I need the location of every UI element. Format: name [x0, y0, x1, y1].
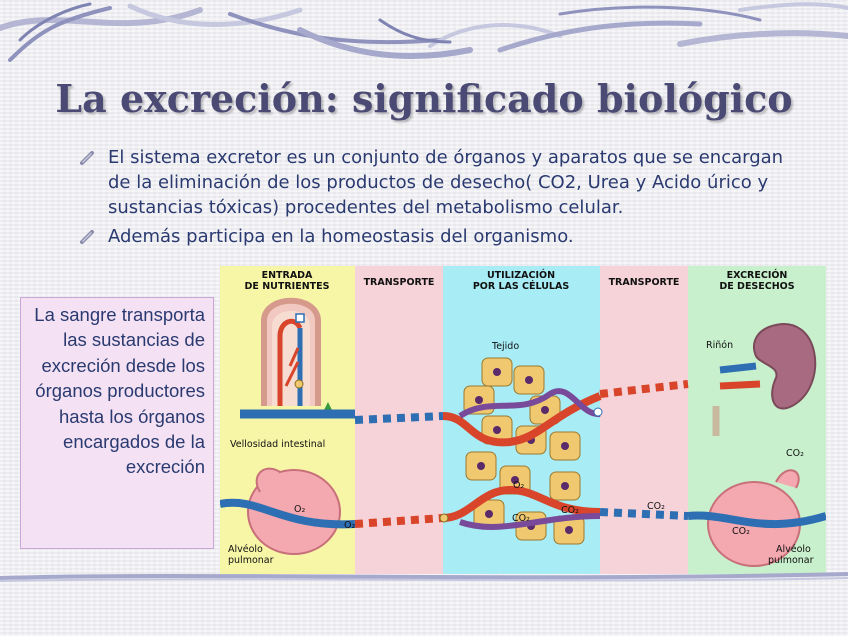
- header-entrada-1: ENTRADA: [262, 270, 313, 281]
- kidney: [712, 323, 817, 436]
- label-vellosidad: Vellosidad intestinal: [230, 439, 325, 450]
- decorative-swirls-top: [0, 2, 848, 62]
- intestinal-villus: [261, 297, 332, 410]
- label-alveolo-right-1: Alvéolo: [776, 544, 811, 555]
- sidebox-text: La sangre transporta las sustancias de e…: [34, 304, 205, 478]
- header-entrada-2: DE NUTRIENTES: [245, 281, 330, 292]
- transport-vessel-lower-2: [599, 508, 689, 520]
- marker-vessel: [439, 513, 449, 523]
- slide-title: La excreción: significado biológico: [55, 76, 793, 121]
- header-transporte-2: TRANSPORTE: [609, 277, 680, 288]
- label-co2-out: CO₂: [786, 448, 804, 459]
- label-co2-vessel-1: CO₂: [561, 505, 579, 516]
- transport-vessel-upper: [354, 412, 444, 424]
- vein-tissue-lower: [459, 513, 601, 530]
- transport-vessel-upper-2: [599, 380, 689, 398]
- label-alveolo-left-2: pulmonar: [228, 555, 274, 566]
- label-alveolo-left-1: Alvéolo: [228, 544, 263, 555]
- bullet-list: El sistema excretor es un conjunto de ór…: [80, 145, 790, 253]
- label-tejido: Tejido: [491, 341, 519, 352]
- artery-tissue-lower: [442, 485, 601, 522]
- header-excrecion-2: DE DESECHOS: [719, 281, 794, 292]
- marker-vessel: [593, 407, 603, 417]
- label-o2-cells: O₂: [513, 480, 524, 491]
- label-o2-vessel: O₂: [344, 520, 355, 531]
- header-transporte-1: TRANSPORTE: [364, 277, 435, 288]
- vein-tissue-upper: [458, 388, 601, 419]
- header-excrecion-1: EXCRECIÓN: [727, 269, 788, 281]
- label-co2-alveolus: CO₂: [732, 526, 750, 537]
- transport-vessel-lower: [354, 514, 444, 528]
- pencil-bullet-icon: [80, 151, 94, 165]
- alveolus-left: [247, 467, 341, 555]
- bullet-item: El sistema excretor es un conjunto de ór…: [80, 145, 790, 220]
- bullet-text: El sistema excretor es un conjunto de ór…: [108, 147, 784, 218]
- label-o2-alveolus: O₂: [294, 504, 305, 515]
- bullet-item: Además participa en la homeostasis del o…: [80, 224, 790, 249]
- label-rinon: Riñón: [706, 340, 733, 351]
- bullet-text: Además participa en la homeostasis del o…: [108, 226, 574, 247]
- label-alveolo-right-2: pulmonar: [768, 555, 814, 566]
- pencil-bullet-icon: [80, 230, 94, 244]
- artery-tissue-upper: [442, 392, 602, 447]
- label-co2-cells: CO₂: [512, 513, 530, 524]
- sidebox: La sangre transporta las sustancias de e…: [20, 297, 214, 549]
- label-co2-vessel-2: CO₂: [647, 501, 665, 512]
- decorative-line-bottom: [0, 572, 848, 582]
- vessel-lung-right: [687, 511, 826, 529]
- vessel-lung-left: [220, 498, 356, 529]
- header-utilizacion-1: UTILIZACIÓN: [487, 269, 555, 281]
- excretion-diagram: ENTRADA DE NUTRIENTES TRANSPORTE UTILIZA…: [220, 266, 826, 574]
- column-transporte-2-bg: [600, 266, 688, 574]
- header-utilizacion-2: POR LAS CÉLULAS: [473, 280, 570, 292]
- tissue-cells: [463, 357, 585, 545]
